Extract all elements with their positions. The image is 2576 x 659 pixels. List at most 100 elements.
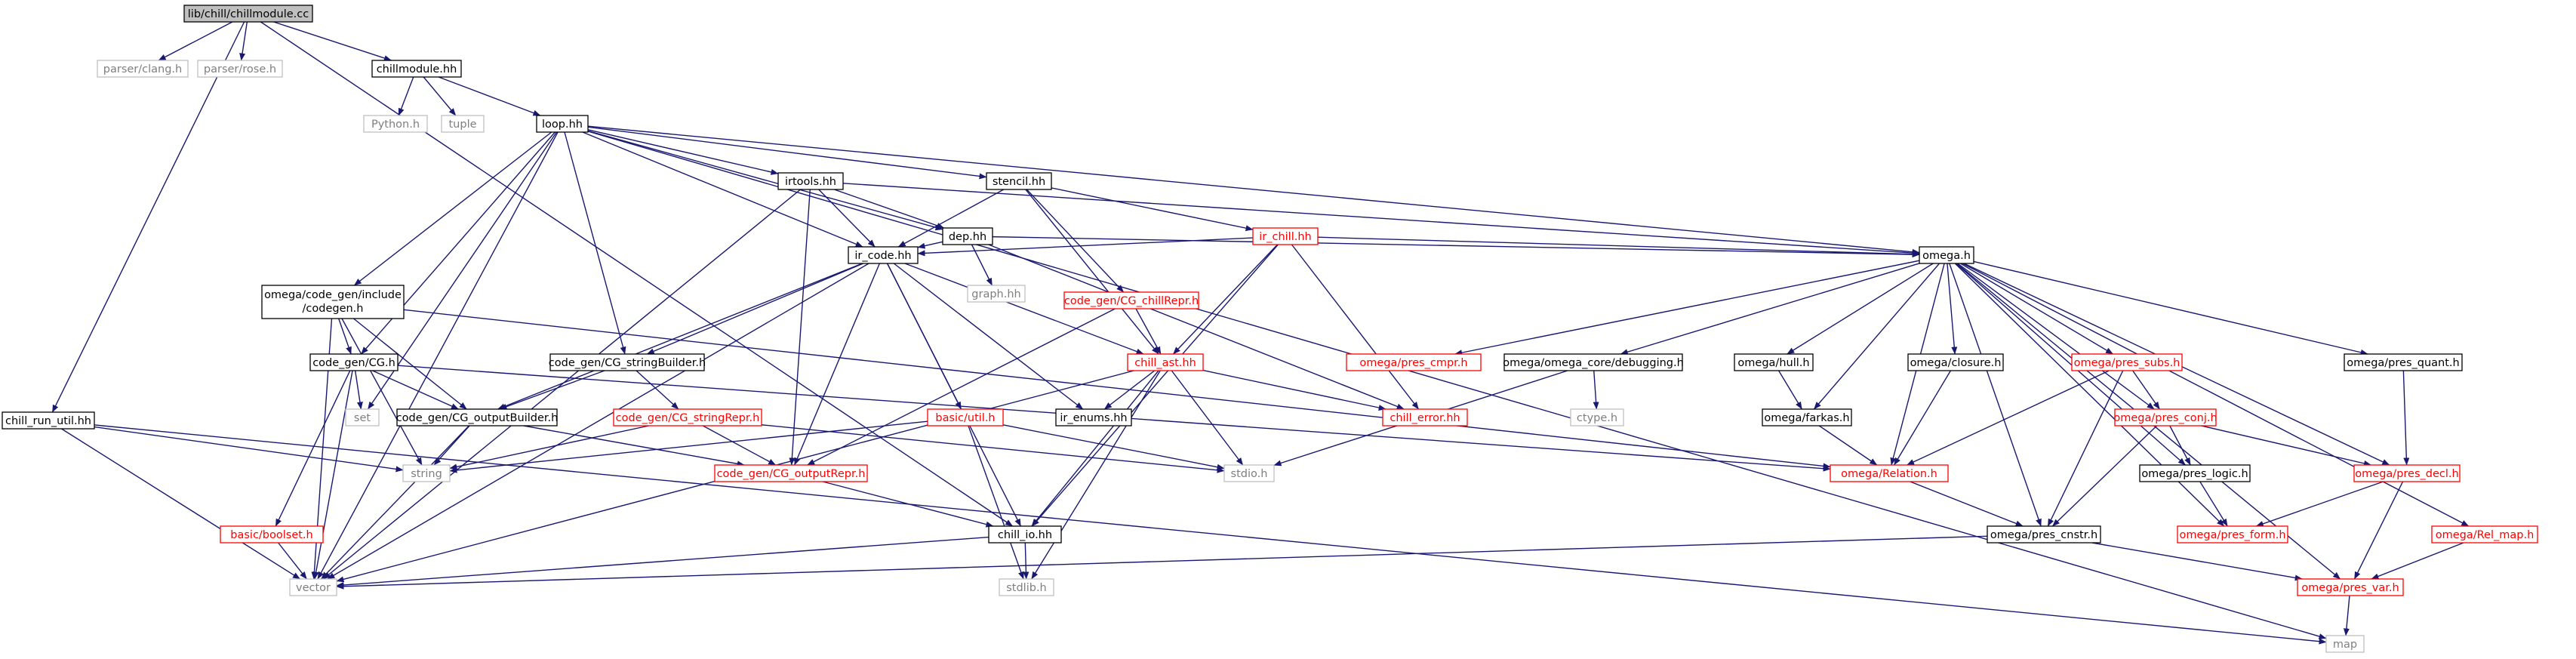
edge-ir-code-hh-to-chill-ast-hh bbox=[904, 263, 1144, 355]
node-farkas-h[interactable]: omega/farkas.h bbox=[1762, 408, 1852, 427]
node-graph-hh: graph.hh bbox=[967, 285, 1026, 303]
node-pres-logic[interactable]: omega/pres_logic.h bbox=[2139, 464, 2251, 482]
edge-ir-chill-hh-to-omega-h bbox=[1317, 236, 1920, 257]
node-box bbox=[1987, 525, 2101, 544]
node-label: Python.h bbox=[371, 119, 420, 131]
node-box bbox=[1382, 408, 1468, 427]
node-irtools-hh[interactable]: irtools.hh bbox=[777, 172, 844, 190]
node-label: omega/pres_subs.h bbox=[2074, 357, 2181, 369]
node-rel-map[interactable]: omega/Rel_map.h bbox=[2431, 525, 2538, 544]
node-cg-outputrepr[interactable]: code_gen/CG_outputRepr.h bbox=[714, 464, 868, 482]
edge-ir-chill-hh-to-chill-io bbox=[1032, 244, 1279, 527]
node-pres-decl[interactable]: omega/pres_decl.h bbox=[2353, 464, 2461, 482]
node-pres-conj[interactable]: omega/pres_conj.h bbox=[2113, 408, 2217, 427]
edge-ir-code-hh-to-cg-outputrepr bbox=[793, 263, 881, 466]
node-basic-util[interactable]: basic/util.h bbox=[927, 408, 1004, 427]
node-omega-core-debugging[interactable]: omega/omega_core/debugging.h bbox=[1503, 353, 1684, 371]
node-label: stdio.h bbox=[1231, 468, 1268, 480]
node-label: omega/hull.h bbox=[1737, 357, 1809, 369]
edge-chill-ast-hh-to-stdio-h bbox=[1171, 370, 1244, 466]
node-box bbox=[1055, 408, 1132, 427]
node-dep-hh[interactable]: dep.hh bbox=[942, 227, 993, 245]
node-chill-error[interactable]: chill_error.hh bbox=[1382, 408, 1468, 427]
node-label: irtools.hh bbox=[785, 176, 836, 188]
node-pres-cmpr[interactable]: omega/pres_cmpr.h bbox=[1346, 353, 1482, 371]
edge-pres-subs-to-pres-conj bbox=[2132, 370, 2160, 410]
node-box bbox=[402, 464, 451, 482]
node-pres-form[interactable]: omega/pres_form.h bbox=[2177, 525, 2288, 544]
node-hull-h[interactable]: omega/hull.h bbox=[1734, 353, 1814, 371]
edge-omega-h-to-hull-h bbox=[1787, 263, 1934, 355]
node-omega-h[interactable]: omega.h bbox=[1919, 246, 1974, 264]
node-box bbox=[2114, 408, 2217, 427]
node-cg-stringrepr[interactable]: code_gen/CG_stringRepr.h bbox=[613, 408, 762, 427]
node-ir-enums[interactable]: ir_enums.hh bbox=[1055, 408, 1132, 427]
node-label: omega/omega_core/debugging.h bbox=[1503, 357, 1684, 369]
edge-chill-ast-hh-to-chill-error bbox=[1202, 369, 1386, 411]
node-pres-subs[interactable]: omega/pres_subs.h bbox=[2071, 353, 2183, 371]
edge-rel-map-to-pres-var bbox=[2371, 542, 2464, 580]
node-chill-ast-hh[interactable]: chill_ast.hh bbox=[1127, 353, 1204, 371]
edge-stencil-hh-to-ir-code-hh bbox=[897, 189, 1005, 248]
edge-omega-core-debugging-to-ctype-h bbox=[1593, 370, 1599, 410]
edge-omega-h-to-pres-form bbox=[1954, 263, 2225, 527]
node-label: code_gen/CG_outputRepr.h bbox=[717, 468, 866, 480]
node-label: ir_enums.hh bbox=[1060, 412, 1127, 424]
node-stencil-hh[interactable]: stencil.hh bbox=[986, 172, 1052, 190]
node-box bbox=[261, 285, 405, 319]
edge-cg-chillrepr-to-chill-ast-hh bbox=[1135, 308, 1162, 355]
edge-cg-h-to-boolset bbox=[275, 370, 351, 527]
edge-ir-code-hh-to-cg-outputbuilder bbox=[497, 263, 863, 410]
edge-basic-util-to-stdio-h bbox=[1002, 424, 1225, 470]
edge-irtools-hh-to-omega-h bbox=[842, 183, 1920, 257]
node-box bbox=[967, 285, 1026, 303]
node-relation-h[interactable]: omega/Relation.h bbox=[1830, 464, 1949, 482]
edge-chill-ast-hh-to-stdlib-h bbox=[1031, 370, 1161, 580]
node-label: ir_chill.hh bbox=[1259, 231, 1311, 243]
node-boolset[interactable]: basic/boolset.h bbox=[220, 525, 324, 544]
node-cg-chillrepr[interactable]: code_gen/CG_chillRepr.h bbox=[1063, 291, 1199, 309]
node-pres-quant[interactable]: omega/pres_quant.h bbox=[2344, 353, 2463, 371]
node-chill-io[interactable]: chill_io.hh bbox=[988, 525, 1062, 544]
node-label: omega/pres_cmpr.h bbox=[1359, 357, 1467, 369]
node-chill-run-util[interactable]: chill_run_util.hh bbox=[2, 411, 95, 430]
node-map: map bbox=[2325, 635, 2365, 653]
node-box bbox=[613, 408, 762, 427]
node-box bbox=[549, 353, 705, 371]
edge-omega-h-to-pres-conj bbox=[1957, 263, 2155, 410]
node-chillmodule-hh[interactable]: chillmodule.hh bbox=[371, 60, 462, 78]
node-codegen-h[interactable]: omega/code_gen/include/codegen.h bbox=[261, 285, 405, 319]
edge-codegen-h-to-string bbox=[341, 318, 423, 466]
node-label: chill_ast.hh bbox=[1134, 357, 1196, 369]
node-cg-h[interactable]: code_gen/CG.h bbox=[309, 353, 399, 371]
edge-stencil-hh-to-cg-chillrepr bbox=[1026, 189, 1125, 293]
node-label: omega/pres_conj.h bbox=[2113, 412, 2217, 424]
node-pres-var[interactable]: omega/pres_var.h bbox=[2297, 578, 2404, 596]
edge-cg-stringrepr-to-cg-outputrepr bbox=[703, 425, 777, 466]
edge-chill-io-to-vector bbox=[336, 536, 989, 588]
node-root: lib/chill/chillmodule.cc bbox=[183, 5, 313, 23]
node-cg-stringbuilder[interactable]: code_gen/CG_stringBuilder.h bbox=[549, 353, 706, 371]
node-pres-cnstr[interactable]: omega/pres_cnstr.h bbox=[1987, 525, 2101, 544]
edge-loop-hh-to-cg-h bbox=[361, 131, 556, 355]
edge-cg-stringrepr-to-stdio-h bbox=[761, 424, 1225, 473]
node-box bbox=[289, 578, 337, 596]
node-box bbox=[2, 411, 95, 430]
edge-omega-h-to-pres-cmpr bbox=[1454, 260, 1920, 356]
node-box bbox=[927, 408, 1004, 427]
node-ir-code-hh[interactable]: ir_code.hh bbox=[848, 246, 919, 264]
edge-loop-hh-to-map bbox=[587, 131, 2327, 639]
edge-root-to-rose bbox=[239, 21, 248, 61]
edge-chill-run-util-to-string bbox=[94, 426, 404, 473]
node-label: omega/pres_form.h bbox=[2179, 529, 2285, 541]
edge-codegen-h-to-relation-h bbox=[403, 309, 1831, 470]
node-cg-outputbuilder[interactable]: code_gen/CG_outputBuilder.h bbox=[396, 408, 559, 427]
edge-loop-hh-to-set bbox=[367, 131, 558, 410]
node-ir-chill-hh[interactable]: ir_chill.hh bbox=[1252, 227, 1319, 245]
edge-omega-h-to-closure-h bbox=[1947, 263, 1958, 355]
node-closure-h[interactable]: omega/closure.h bbox=[1907, 353, 2004, 371]
node-string: string bbox=[402, 464, 451, 482]
node-loop-hh[interactable]: loop.hh bbox=[536, 115, 589, 133]
node-label: omega/pres_quant.h bbox=[2347, 357, 2459, 369]
node-vector: vector bbox=[289, 578, 337, 596]
